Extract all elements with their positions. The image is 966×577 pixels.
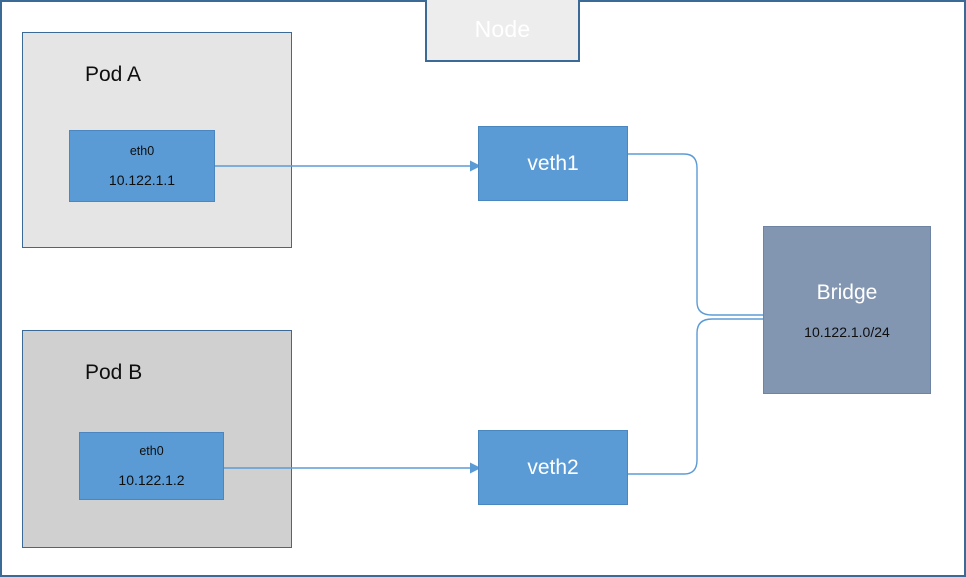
veth2-label: veth2: [527, 456, 579, 479]
veth2-box[interactable]: veth2: [478, 430, 628, 505]
veth1-label: veth1: [527, 152, 579, 175]
connector-poda-eth0-to-veth1: [215, 160, 481, 172]
bridge-label: Bridge: [816, 280, 878, 304]
pod-b-label: Pod B: [85, 361, 143, 384]
node-title-label: Node: [474, 16, 531, 42]
pod-a-container[interactable]: Pod A: [22, 32, 292, 248]
node-title-box[interactable]: Node: [425, 0, 580, 62]
pod-b-eth0-ip: 10.122.1.2: [118, 472, 185, 489]
pod-a-eth0-ip: 10.122.1.1: [108, 172, 176, 189]
veth1-box[interactable]: veth1: [478, 126, 628, 201]
pod-b-eth0-name: eth0: [139, 443, 164, 458]
pod-a-label: Pod A: [85, 63, 142, 86]
connector-veth1-to-bridge: [628, 153, 763, 316]
bridge-cidr-label: 10.122.1.0/24: [804, 323, 890, 340]
pod-a-eth0-interface[interactable]: eth0 10.122.1.1: [69, 130, 215, 202]
bridge-box[interactable]: Bridge 10.122.1.0/24: [763, 226, 931, 394]
pod-a-eth0-name: eth0: [129, 143, 155, 158]
connector-veth2-to-bridge: [628, 318, 763, 475]
pod-b-eth0-interface[interactable]: eth0 10.122.1.2: [79, 432, 224, 500]
connector-podb-eth0-to-veth2: [224, 462, 481, 474]
